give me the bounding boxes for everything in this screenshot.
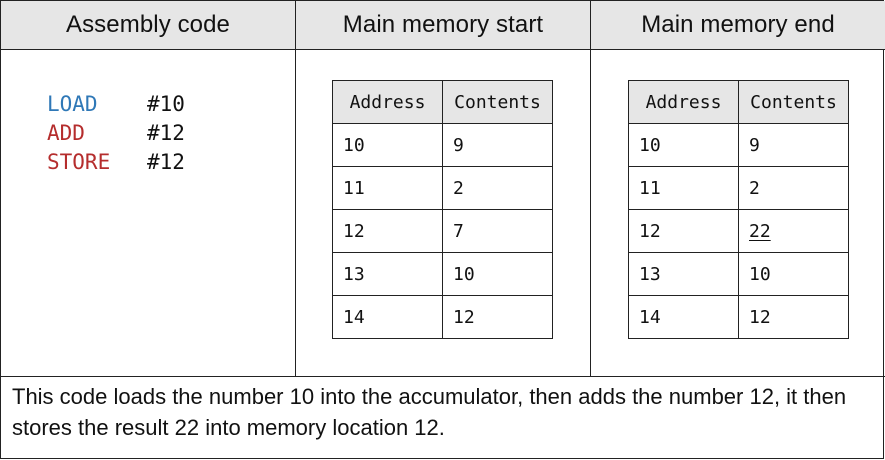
assembly-code-cell: LOAD #10 ADD #12 STORE #12 [1, 50, 296, 376]
table-header-row: Address Contents [332, 80, 553, 124]
table-row: 13 10 [628, 252, 849, 296]
operand: #12 [147, 150, 185, 174]
table-row: 10 9 [628, 123, 849, 167]
contents-cell: 10 [442, 252, 553, 296]
address-cell: 10 [628, 123, 739, 167]
assembly-code-block: LOAD #10 ADD #12 STORE #12 [47, 90, 185, 177]
address-cell: 13 [628, 252, 739, 296]
address-cell: 12 [628, 209, 739, 253]
contents-column-header: Contents [442, 80, 553, 124]
contents-cell: 12 [442, 295, 553, 339]
contents-cell: 7 [442, 209, 553, 253]
contents-cell: 2 [442, 166, 553, 210]
changed-value: 22 [749, 220, 771, 242]
code-line: ADD #12 [47, 119, 185, 148]
table-row: 14 12 [628, 295, 849, 339]
code-line: STORE #12 [47, 148, 185, 177]
opcode-load: LOAD [47, 92, 98, 116]
contents-cell: 22 [738, 209, 849, 253]
explanation-text: This code loads the number 10 into the a… [1, 377, 885, 460]
address-cell: 13 [332, 252, 443, 296]
address-cell: 11 [332, 166, 443, 210]
table-row: 10 9 [332, 123, 553, 167]
contents-column-header: Contents [738, 80, 849, 124]
address-cell: 14 [332, 295, 443, 339]
address-column-header: Address [332, 80, 443, 124]
operand: #10 [147, 92, 185, 116]
code-line: LOAD #10 [47, 90, 185, 119]
table-row: 12 22 [628, 209, 849, 253]
table-row: 11 2 [628, 166, 849, 210]
address-column-header: Address [628, 80, 739, 124]
explanation-part: 10 into the accumulator, then adds the [283, 384, 669, 409]
memory-end-header: Main memory end [591, 1, 885, 50]
opcode-add: ADD [47, 121, 85, 145]
explanation-part: This code loads the [12, 384, 209, 409]
memory-start-header: Main memory start [296, 1, 591, 50]
table-header-row: Address Contents [628, 80, 849, 124]
explanation-keyword: number [668, 384, 744, 409]
address-cell: 10 [332, 123, 443, 167]
contents-cell: 9 [738, 123, 849, 167]
opcode-store: STORE [47, 150, 111, 174]
assembly-code-header: Assembly code [1, 1, 296, 50]
contents-cell: 10 [738, 252, 849, 296]
memory-end-table: Address Contents 10 9 11 2 12 22 [628, 80, 849, 339]
contents-cell: 9 [442, 123, 553, 167]
header-row: Assembly code Main memory start Main mem… [1, 1, 885, 50]
memory-start-table: Address Contents 10 9 11 2 12 7 [332, 80, 553, 339]
memory-start-cell: Address Contents 10 9 11 2 12 7 [296, 50, 591, 376]
content-row: LOAD #10 ADD #12 STORE #12 Address C [1, 50, 885, 377]
address-cell: 14 [628, 295, 739, 339]
memory-end-cell: Address Contents 10 9 11 2 12 22 [591, 50, 885, 376]
explanation-keyword: number [208, 384, 284, 409]
contents-cell: 12 [738, 295, 849, 339]
table-row: 11 2 [332, 166, 553, 210]
operand: #12 [147, 121, 185, 145]
table-row: 12 7 [332, 209, 553, 253]
address-cell: 12 [332, 209, 443, 253]
table-row: 13 10 [332, 252, 553, 296]
contents-cell: 2 [738, 166, 849, 210]
table-row: 14 12 [332, 295, 553, 339]
explanation-part: 12, it then stores the result 22 into me… [12, 384, 847, 440]
address-cell: 11 [628, 166, 739, 210]
